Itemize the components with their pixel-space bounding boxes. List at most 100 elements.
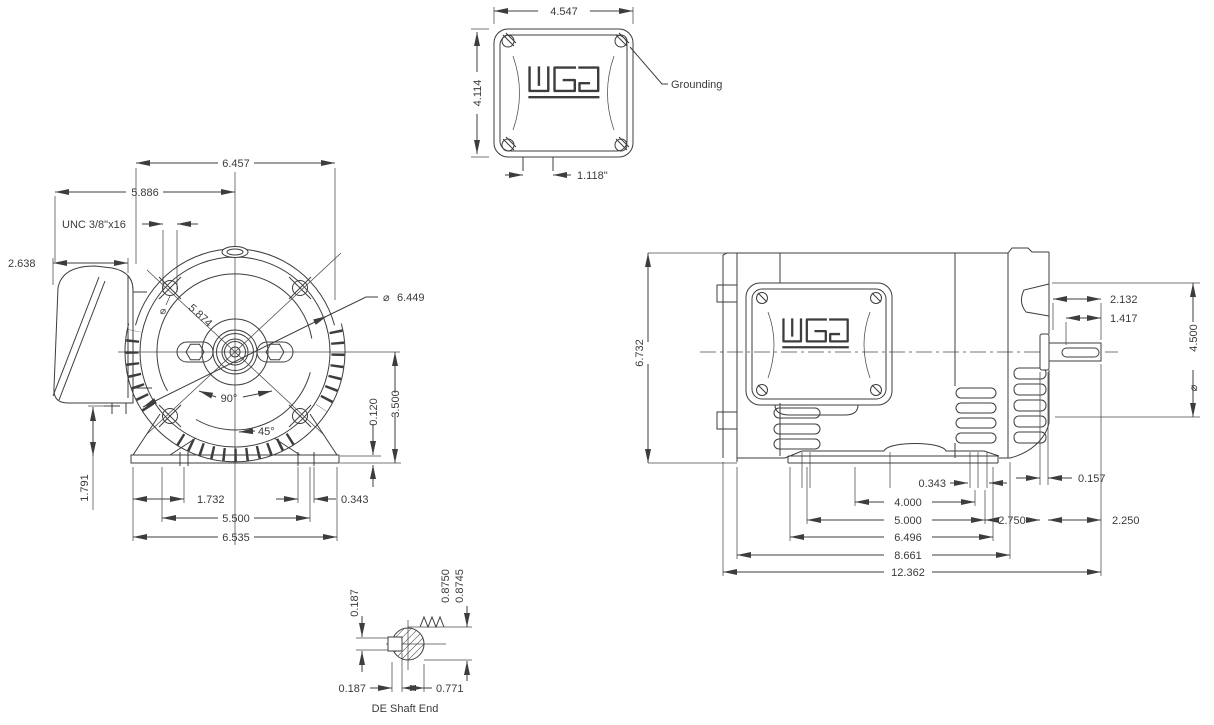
dim-body-length: 8.661 (736, 462, 1011, 562)
svg-text:0.120: 0.120 (368, 398, 380, 426)
svg-text:5.500: 5.500 (222, 513, 250, 525)
keyway-notch (387, 636, 403, 652)
cover-screw-icon (501, 136, 517, 152)
mounting-feet-side (784, 443, 1000, 488)
dim-shaft-height: 3.500 (340, 352, 402, 464)
svg-text:45°: 45° (258, 426, 275, 438)
thread-callout: UNC 3/8"x16 (62, 219, 198, 292)
tapped-hole-callout: ⌀ (160, 295, 171, 317)
dim-flat-to-edge: 0.771 (402, 664, 464, 695)
grounding-callout: Grounding (629, 46, 722, 91)
terminal-box-side-view (745, 282, 893, 416)
dim-foot-span: 5.500 (162, 513, 310, 525)
dim-shaft-diameter: 0.8750 0.8745 (408, 569, 472, 681)
endshield-fin (1013, 399, 1047, 412)
svg-text:1.417: 1.417 (1110, 313, 1138, 325)
vent-slot (773, 423, 821, 435)
dim-base-width: 6.535 (133, 532, 337, 544)
svg-text:1.732: 1.732 (197, 494, 225, 506)
angle-90: 90° (198, 390, 273, 405)
svg-text:4.547: 4.547 (550, 6, 578, 18)
keyway (1061, 347, 1100, 358)
svg-text:UNC 3/8"x16: UNC 3/8"x16 (62, 219, 126, 231)
vent-slot (955, 417, 997, 429)
endshield-fin (1013, 415, 1047, 428)
endshield-fin (1013, 431, 1047, 444)
fan-cover-clip (716, 411, 738, 430)
svg-text:4.114: 4.114 (472, 80, 484, 107)
mounting-base-front (130, 413, 340, 466)
svg-text:2.250: 2.250 (1112, 515, 1140, 527)
svg-text:0.187: 0.187 (349, 589, 361, 617)
lifting-lug (221, 246, 249, 258)
dim-key-height: 0.187 (349, 589, 388, 672)
svg-text:2.638: 2.638 (8, 258, 36, 270)
dim-box-depth: 2.638 (8, 258, 129, 285)
svg-text:5.886: 5.886 (131, 187, 159, 199)
dim-keyway-length: 1.417 (1065, 313, 1138, 345)
dim-key-width: 0.187 (338, 653, 403, 695)
dim-opening-diameter: 4.500 ⌀ (1052, 282, 1200, 418)
surface-finish-icon (419, 615, 445, 629)
dim-top-width: 4.547 (493, 6, 634, 24)
svg-text:1.118": 1.118" (577, 170, 608, 182)
svg-text:8.661: 8.661 (894, 550, 922, 562)
vent-slot (955, 402, 997, 414)
svg-text:6.732: 6.732 (634, 339, 646, 367)
endshield-fin (1013, 367, 1047, 380)
dim-conduit-hole: 1.118" (505, 170, 608, 182)
dim-shaft-extension: 2.132 (1052, 294, 1138, 340)
de-shaft-end-detail: 0.8750 0.8745 0.187 0.187 0.771 DE Shaft… (338, 569, 472, 715)
endshield-fin (1013, 383, 1047, 396)
dim-frame-diameter: ⌀ 6.449 (142, 292, 425, 408)
dim-pad-thickness: 0.120 (340, 398, 381, 487)
fan-cover-clip (716, 284, 738, 303)
vent-slot (955, 387, 997, 399)
endshield-bolt-icon (288, 404, 312, 428)
vent-slot (773, 407, 821, 419)
cover-screw-icon (614, 32, 630, 48)
dim-lip: 0.157 (1016, 372, 1106, 485)
endshield-bolt-icon (158, 276, 182, 300)
svg-text:⌀: ⌀ (160, 306, 166, 317)
svg-text:2.132: 2.132 (1110, 294, 1138, 306)
dim-slot-position: 1.732 (133, 494, 225, 506)
cover-screw-icon (501, 32, 517, 48)
dim-feet-length: 6.496 (789, 467, 994, 544)
dim-foot-hole-span: 4.000 (854, 467, 976, 509)
endshield-rib (1020, 283, 1050, 317)
svg-text:12.362: 12.362 (891, 567, 925, 579)
svg-text:6.449: 6.449 (397, 292, 425, 304)
svg-text:⌀: ⌀ (1188, 384, 1200, 391)
dim-overall-width: 6.457 (135, 158, 336, 300)
svg-text:90°: 90° (221, 393, 238, 405)
svg-text:4.500: 4.500 (1188, 324, 1200, 352)
svg-text:0.157: 0.157 (1078, 473, 1106, 485)
svg-text:0.771: 0.771 (436, 683, 464, 695)
dim-box-drop: 1.791 (79, 405, 110, 510)
cover-screw-icon (614, 136, 630, 152)
shaft-side (1039, 333, 1102, 371)
motor-side-view: 6.732 2.132 1.417 4.500 ⌀ 0.157 (634, 247, 1200, 579)
svg-text:0.8745: 0.8745 (454, 569, 466, 603)
detail-caption: DE Shaft End (372, 703, 439, 715)
svg-text:1.791: 1.791 (79, 474, 91, 502)
dim-center-offset: 5.886 (54, 187, 235, 262)
svg-text:4.000: 4.000 (894, 497, 922, 509)
angle-45: 45° (238, 426, 275, 438)
svg-text:2.750: 2.750 (998, 515, 1026, 527)
svg-text:3.500: 3.500 (390, 390, 402, 418)
dim-foot-to-face: 2.750 (985, 515, 1040, 527)
svg-text:0.8750: 0.8750 (440, 569, 452, 603)
vent-slot (773, 438, 821, 450)
terminal-box-top-view: 4.547 4.114 1.118" Grounding (471, 6, 722, 182)
dim-motor-height: 6.732 (634, 252, 737, 464)
svg-text:0.343: 0.343 (918, 478, 946, 490)
endshield-bolt-icon (288, 276, 312, 300)
dim-shaft-length: 2.250 (1048, 364, 1140, 576)
cover-screw-icon (756, 292, 768, 304)
svg-text:6.535: 6.535 (222, 532, 250, 544)
svg-text:5.000: 5.000 (894, 515, 922, 527)
